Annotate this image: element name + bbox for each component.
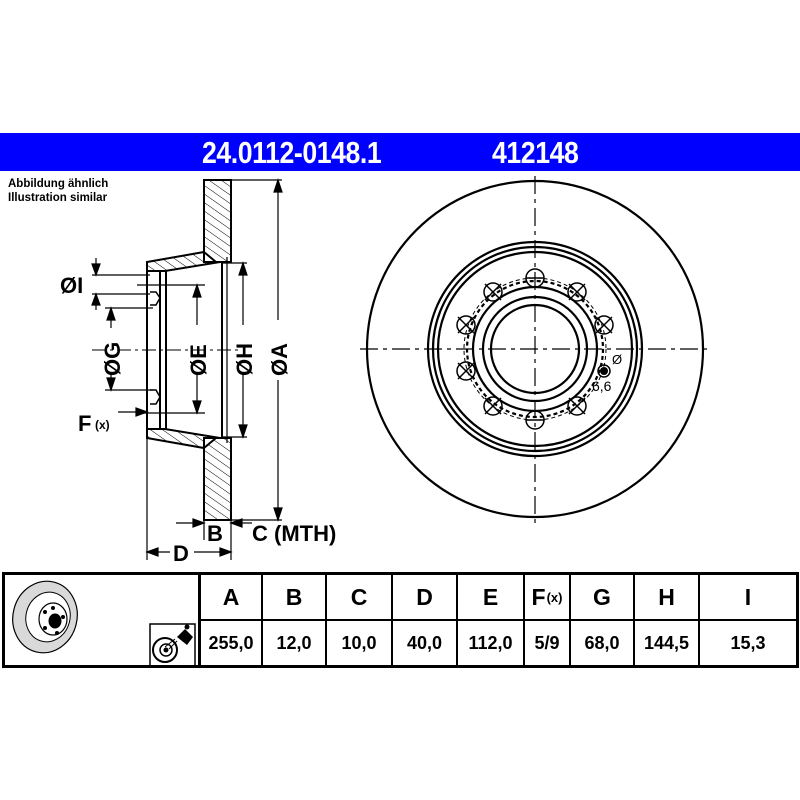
label-D: D — [173, 541, 189, 566]
spec-value-G: 68,0 — [584, 632, 620, 653]
illustration-note: Abbildung ähnlich Illustration similar — [8, 177, 108, 205]
spec-col-E: E 112,0 — [458, 575, 525, 665]
header-title: 24.0112-0148.1 412148 — [0, 135, 800, 171]
spec-col-F: F(x) 5/9 — [525, 575, 571, 665]
spec-header-G: G — [571, 575, 633, 621]
label-dia-A: ØA — [267, 343, 292, 376]
hole-dia-value: 6,6 — [592, 378, 612, 394]
product-image-cell — [5, 575, 201, 667]
spec-header-B: B — [263, 575, 325, 621]
spec-value-E: 112,0 — [468, 632, 513, 653]
spec-header-H: H — [635, 575, 698, 621]
spec-header-F: F(x) — [525, 575, 569, 621]
header-bar — [0, 133, 800, 171]
label-dia-G: ØG — [100, 342, 125, 376]
side-dimension-lines — [91, 178, 283, 560]
spec-value-A: 255,0 — [208, 632, 254, 653]
spec-col-H: H 144,5 — [635, 575, 700, 665]
brake-disc-icon — [12, 580, 78, 654]
spec-header-A: A — [201, 575, 261, 621]
spec-value-D: 40,0 — [406, 632, 443, 653]
label-C-MTH: C (MTH) — [252, 521, 336, 546]
spec-header-C: C — [327, 575, 391, 621]
spec-col-B: B 12,0 — [263, 575, 327, 665]
spec-col-G: G 68,0 — [571, 575, 635, 665]
locating-hole — [597, 364, 611, 378]
spec-columns: A 255,0 B 12,0 C 10,0 D 40,0 E 112,0 F(x… — [201, 575, 796, 665]
spec-value-F: 5/9 — [534, 632, 560, 653]
spec-col-I: I 15,3 — [700, 575, 796, 665]
side-dimension-labels: ØI ØG ØE ØH ØA F (x) B C (MTH) D — [60, 273, 336, 566]
spec-value-B: 12,0 — [276, 632, 312, 653]
spec-value-I: 15,3 — [730, 632, 766, 653]
spec-value-H: 144,5 — [643, 632, 690, 653]
label-dia-I: ØI — [60, 273, 83, 298]
spec-header-E: E — [458, 575, 523, 621]
spec-header-D: D — [393, 575, 456, 621]
label-dia-H: ØH — [232, 343, 257, 376]
label-F: F — [78, 411, 91, 436]
spec-table: A 255,0 B 12,0 C 10,0 D 40,0 E 112,0 F(x… — [2, 572, 799, 668]
spec-value-C: 10,0 — [341, 632, 377, 653]
hole-dimension-label: Ø 6,6 — [592, 352, 622, 394]
bolt-holes — [456, 268, 614, 430]
label-B: B — [207, 521, 223, 546]
disc-thumbnail — [12, 580, 196, 667]
spec-col-D: D 40,0 — [393, 575, 458, 665]
spec-col-A: A 255,0 — [201, 575, 263, 665]
cleaning-spray-icon — [149, 623, 196, 667]
part-number: 24.0112-0148.1 — [202, 135, 382, 170]
label-F-sub: (x) — [95, 418, 110, 432]
note-line-de: Abbildung ähnlich — [8, 178, 109, 190]
hole-dia-symbol: Ø — [612, 352, 622, 367]
spec-col-C: C 10,0 — [327, 575, 393, 665]
article-code: 412148 — [492, 135, 579, 170]
side-section-view — [92, 179, 240, 521]
technical-drawing: ØI ØG ØE ØH ØA F (x) B C (MTH) D — [60, 176, 710, 566]
spec-header-I: I — [700, 575, 796, 621]
note-line-en: Illustration similar — [8, 192, 108, 204]
label-dia-E: ØE — [186, 344, 211, 376]
front-view — [360, 176, 710, 525]
